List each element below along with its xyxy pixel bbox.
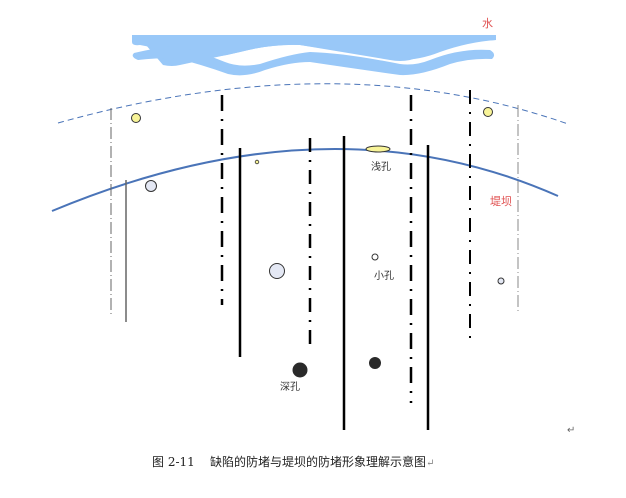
defect-small bbox=[497, 277, 505, 285]
dashed-arc bbox=[57, 83, 569, 125]
caption-number: 图 2-11 bbox=[152, 455, 195, 469]
defect-tiny bbox=[254, 159, 260, 165]
dam-curve bbox=[51, 148, 559, 212]
shallow-hole bbox=[365, 145, 391, 153]
defects bbox=[131, 107, 505, 378]
small-hole-label: 小孔 bbox=[374, 270, 394, 282]
shallow-hole-label: 浅孔 bbox=[371, 160, 391, 173]
caption-text: 缺陷的防堵与堤坝的防堵形象理解示意图 bbox=[210, 455, 427, 469]
dam-label: 堤坝 bbox=[490, 194, 512, 208]
deep-hole-label: 深孔 bbox=[280, 381, 300, 393]
defect-light bbox=[145, 180, 157, 192]
defect-yellow bbox=[483, 107, 493, 117]
plug-lines bbox=[110, 90, 519, 430]
water-label: 水 bbox=[482, 17, 493, 30]
defect-light bbox=[269, 263, 285, 279]
defect-yellow bbox=[131, 113, 141, 123]
figure-caption: 图 2-11 缺陷的防堵与堤坝的防堵形象理解示意图↵ bbox=[152, 453, 434, 470]
paragraph-mark-icon: ↵ bbox=[426, 458, 435, 469]
small-hole bbox=[371, 253, 379, 261]
paragraph-mark-icon: ↵ bbox=[567, 425, 576, 436]
deep-hole bbox=[369, 357, 381, 369]
water-area bbox=[132, 35, 496, 76]
deep-hole bbox=[292, 362, 308, 378]
